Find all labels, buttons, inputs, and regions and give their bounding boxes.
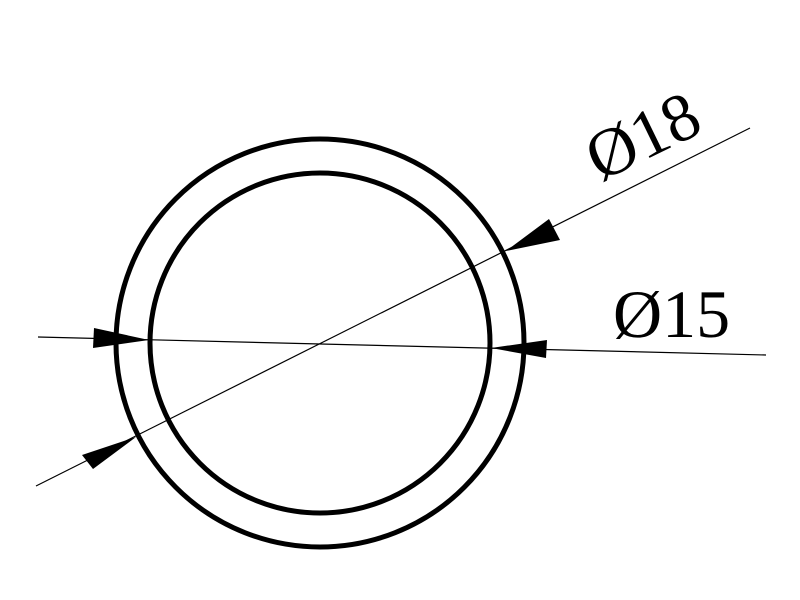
outer-diameter-arrow-upper: [506, 219, 560, 251]
inner-diameter-dimension-line: [37, 336, 767, 356]
outer-diameter-arrow-lower: [82, 437, 136, 469]
outer-diameter-dimension-line: [35, 127, 751, 487]
inner-diameter-label: Ø15: [613, 276, 730, 352]
inner-circle: [147, 170, 493, 516]
inner-diameter-arrow-right: [491, 340, 547, 358]
outer-diameter-label: Ø18: [573, 76, 712, 196]
inner-diameter-arrow-left: [93, 328, 149, 348]
